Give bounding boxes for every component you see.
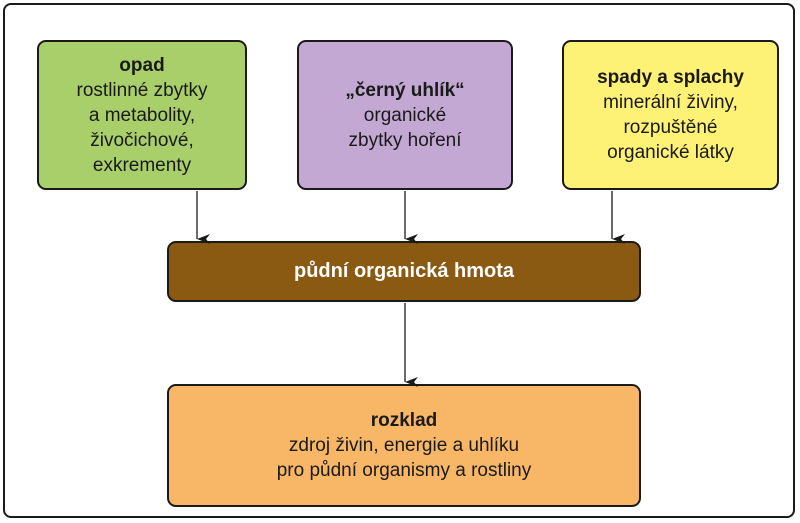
cerny-uhlik-box: „černý uhlík“ organické zbytky hoření [297, 40, 513, 190]
opad-box: opad rostlinné zbytky a metabolity, živo… [37, 40, 247, 190]
cerny-uhlik-line: organické [363, 104, 447, 126]
opad-title: opad [119, 54, 165, 76]
organic-matter-box: půdní organická hmota [167, 241, 641, 302]
cerny-uhlik-line: zbytky hoření [348, 129, 462, 151]
rozklad-line: zdroj živin, energie a uhlíku [288, 435, 520, 456]
rozklad-line: pro půdní organismy a rostliny [276, 460, 532, 481]
rozklad-title: rozklad [370, 410, 438, 431]
spady-line: rozpuštěné [623, 117, 718, 138]
rozklad-box: rozklad zdroj živin, energie a uhlíku pr… [167, 384, 641, 507]
spady-line: organické látky [607, 142, 734, 163]
spady-line: minerální živiny, [603, 92, 738, 113]
diagram-frame [3, 3, 795, 518]
spady-title: spady a splachy [597, 67, 744, 88]
opad-line: a metabolity, [88, 104, 196, 126]
opad-line: exkrementy [92, 154, 192, 176]
opad-line: rostlinné zbytky [76, 79, 208, 101]
organic-matter-label: půdní organická hmota [293, 260, 515, 282]
spady-box: spady a splachy minerální živiny, rozpuš… [562, 40, 779, 190]
cerny-uhlik-title: „černý uhlík“ [345, 79, 465, 101]
opad-line: živočichové, [90, 129, 194, 151]
